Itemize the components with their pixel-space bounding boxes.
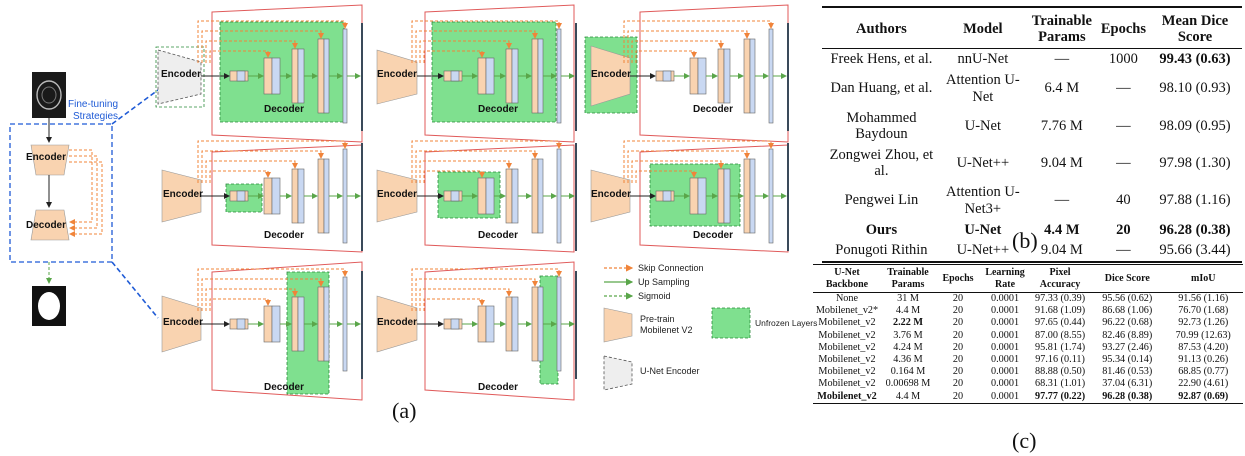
encoder-label: Encoder: [591, 189, 632, 200]
table-b-header: Authors Model Trainable Params Epochs Me…: [822, 7, 1242, 49]
decoder-label: Decoder: [478, 382, 519, 393]
table-c-header: U-Net Backbone Trainable Params Epochs L…: [813, 264, 1243, 293]
mini-encoder-label: Encoder: [26, 152, 67, 163]
header-miou: mIoU: [1191, 272, 1216, 284]
legend-pretrain-label-2: Mobilenet V2: [640, 325, 693, 335]
header-dice: Mean Dice Score: [1161, 13, 1229, 45]
decoder-label: Decoder: [693, 104, 734, 115]
header-dice: Dice Score: [1104, 272, 1150, 284]
decoder-label: Decoder: [478, 230, 519, 241]
table-row: Zongwei Zhou, et al.U-Net++9.04 M—97.98 …: [829, 146, 1231, 180]
legend-up-label: Up Sampling: [638, 277, 690, 287]
fine-tuning-box: [9, 123, 113, 263]
header-pixel-acc: Pixel Accuracy: [1039, 267, 1081, 290]
header-lr: Learning Rate: [985, 267, 1025, 290]
decoder-label: Decoder: [264, 382, 305, 393]
legend-unet-encoder-glyph: [603, 355, 633, 391]
fine-tuning-label-1: Fine-tuning: [68, 99, 119, 110]
header-epochs: Epochs: [942, 272, 974, 284]
mini-encoder-shape: [30, 144, 70, 176]
encoder-label: Encoder: [163, 317, 204, 328]
legend-unfrozen-label: Unfrozen Layers: [755, 318, 818, 328]
encoder-label: Encoder: [591, 69, 632, 80]
strategy-panel-7: [161, 261, 362, 401]
legend-pretrain-glyph: [603, 307, 633, 343]
encoder-label: Encoder: [163, 189, 204, 200]
encoder-label: Encoder: [377, 69, 418, 80]
decoder-label: Decoder: [264, 230, 305, 241]
caption-b: (b): [1012, 228, 1038, 253]
legend-skip-label: Skip Connection: [638, 263, 704, 273]
header-model: Model: [963, 21, 1003, 37]
strategy-panel-2: [376, 4, 576, 143]
strategy-panel-3: [584, 4, 788, 143]
table-b: Authors Model Trainable Params Epochs Me…: [822, 6, 1242, 263]
legend-unfrozen-glyph: [711, 307, 751, 339]
caption-c: (c): [1012, 428, 1037, 453]
strategy-panel-1: [155, 4, 362, 143]
decoder-label: Decoder: [478, 104, 519, 115]
strategy-panel-5: [376, 141, 576, 253]
figure-a-diagram: [9, 4, 812, 401]
legend-pretrain-label-1: Pre-train: [640, 314, 675, 324]
fine-tuning-label-2: Strategies: [73, 111, 119, 122]
strategy-panel-6: [590, 141, 788, 253]
decoder-label: Decoder: [264, 104, 305, 115]
mini-decoder-label: Decoder: [26, 220, 67, 231]
header-params: Trainable Params: [887, 267, 929, 290]
header-backbone: U-Net Backbone: [825, 267, 869, 290]
strategy-panel-8: [376, 261, 576, 401]
decoder-label: Decoder: [693, 230, 734, 241]
caption-a: (a): [392, 398, 417, 423]
header-epochs: Epochs: [1100, 21, 1146, 37]
strategy-panel-4: [161, 141, 362, 253]
legend-sigmoid-label: Sigmoid: [638, 291, 671, 301]
encoder-label: Encoder: [161, 69, 202, 80]
mini-decoder-shape: [30, 209, 70, 241]
encoder-label: Encoder: [377, 189, 418, 200]
header-authors: Authors: [856, 21, 907, 37]
table-c: U-Net Backbone Trainable Params Epochs L…: [813, 264, 1243, 404]
legend-unet-encoder-label: U-Net Encoder: [640, 366, 700, 376]
header-params: Trainable Params: [1031, 13, 1092, 45]
encoder-label: Encoder: [377, 317, 418, 328]
